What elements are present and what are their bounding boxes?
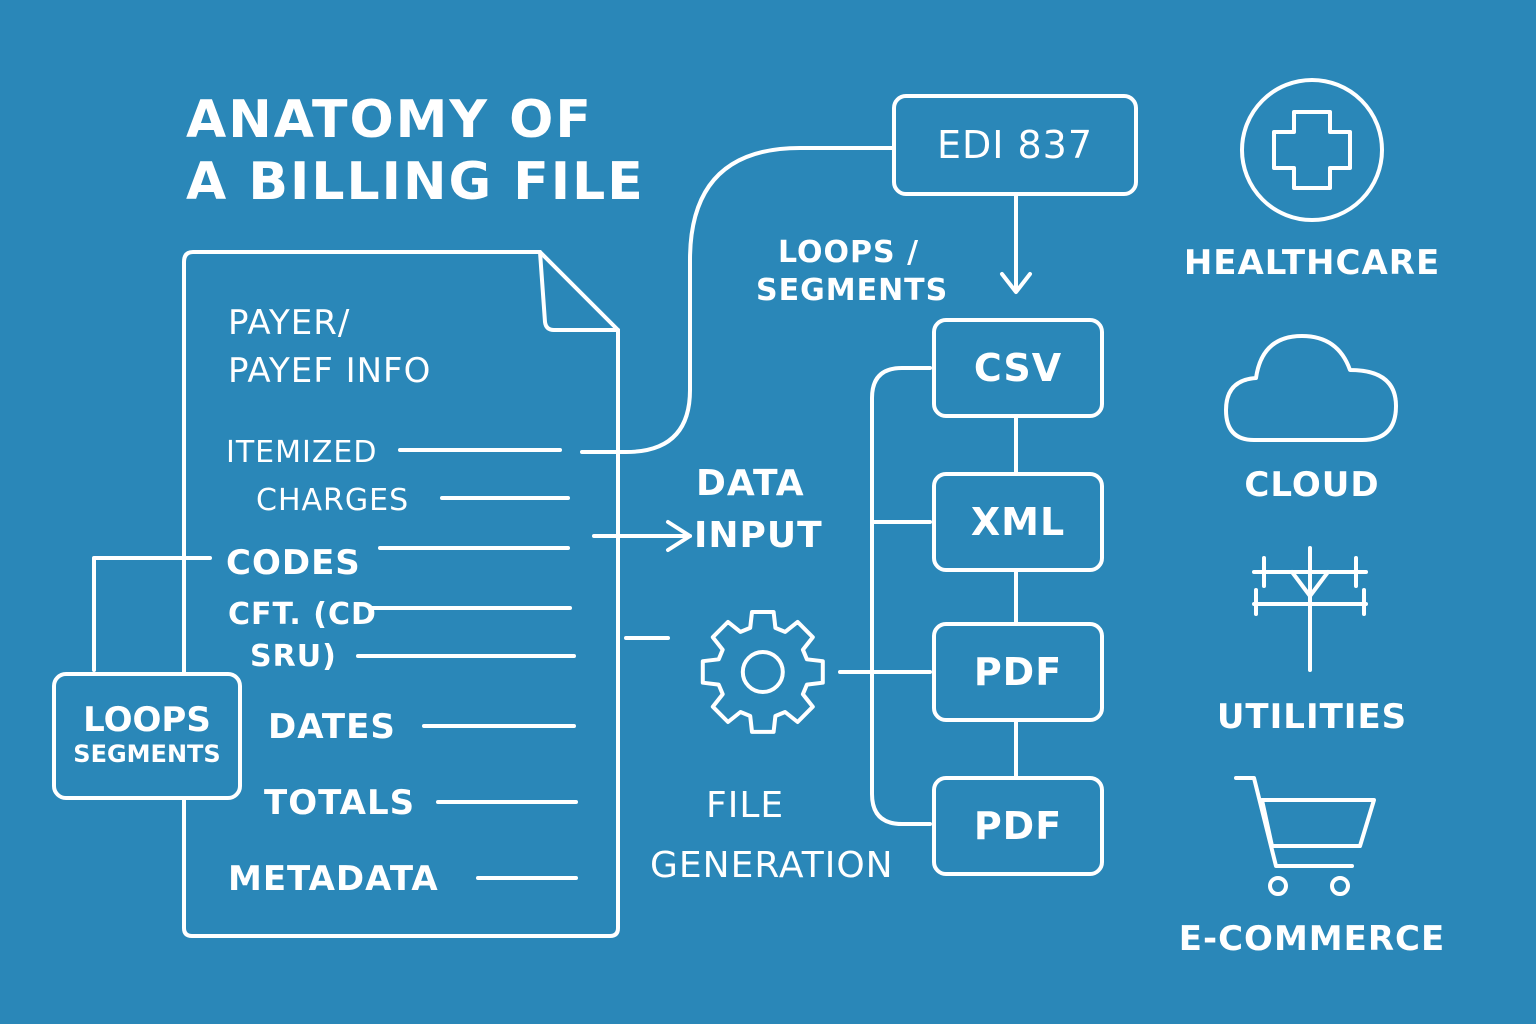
field-cft-line-1: CFT. (CD [228, 597, 377, 632]
loops-box-line-1: LOOPS [83, 699, 211, 740]
arrow-edi-down-head [1000, 272, 1032, 294]
edi-sub-line-2: SEGMENTS [756, 273, 949, 308]
field-itemized: ITEMIZED [226, 435, 378, 470]
format-box-xml: XML [932, 472, 1104, 572]
file-generation-line-2: GENERATION [650, 845, 894, 886]
format-label: XML [970, 500, 1066, 544]
title-line-1: ANATOMY OF [186, 90, 593, 150]
industry-healthcare-label: HEALTHCARE [1183, 243, 1441, 283]
data-input-line-2: INPUT [694, 515, 823, 556]
field-cft-line-2: SRU) [250, 639, 337, 674]
title-line-2: A BILLING FILE [186, 152, 645, 212]
edi-837-label: EDI 837 [936, 123, 1094, 167]
shopping-cart-icon [1234, 776, 1376, 896]
field-dates: DATES [268, 707, 396, 747]
format-label: PDF [973, 650, 1063, 694]
document-fold [538, 250, 620, 332]
cloud-icon [1224, 334, 1398, 442]
medical-cross-icon [1240, 78, 1384, 222]
format-label: CSV [973, 346, 1063, 390]
edi-837-box: EDI 837 [892, 94, 1138, 196]
field-payer-line-1: PAYER/ [228, 303, 351, 343]
field-charges: CHARGES [256, 483, 410, 518]
connector-codes-loops [92, 556, 212, 672]
loops-segments-box: LOOPS SEGMENTS [52, 672, 242, 800]
format-label: PDF [973, 804, 1063, 848]
gear-icon [700, 610, 825, 734]
arrow-data-input-head [666, 520, 692, 552]
field-totals: TOTALS [264, 783, 416, 823]
format-box-csv: CSV [932, 318, 1104, 418]
industry-cloud-label: CLOUD [1244, 465, 1380, 505]
format-bracket [870, 366, 932, 826]
field-codes: CODES [226, 543, 361, 583]
loops-box-line-2: SEGMENTS [73, 740, 221, 769]
edi-sub-line-1: LOOPS / [778, 235, 920, 270]
connector-itemized-edi [580, 146, 894, 454]
file-generation-line-1: FILE [706, 785, 785, 826]
field-payer-line-2: PAYEF INFO [228, 351, 432, 391]
utility-pole-icon [1252, 546, 1368, 672]
industry-utilities-label: UTILITIES [1216, 697, 1408, 737]
format-box-pdf-2: PDF [932, 776, 1104, 876]
industry-ecommerce-label: E-COMMERCE [1178, 919, 1446, 959]
data-input-line-1: DATA [696, 463, 805, 504]
field-metadata: METADATA [228, 859, 439, 899]
document-outline [182, 250, 620, 938]
format-box-pdf-1: PDF [932, 622, 1104, 722]
